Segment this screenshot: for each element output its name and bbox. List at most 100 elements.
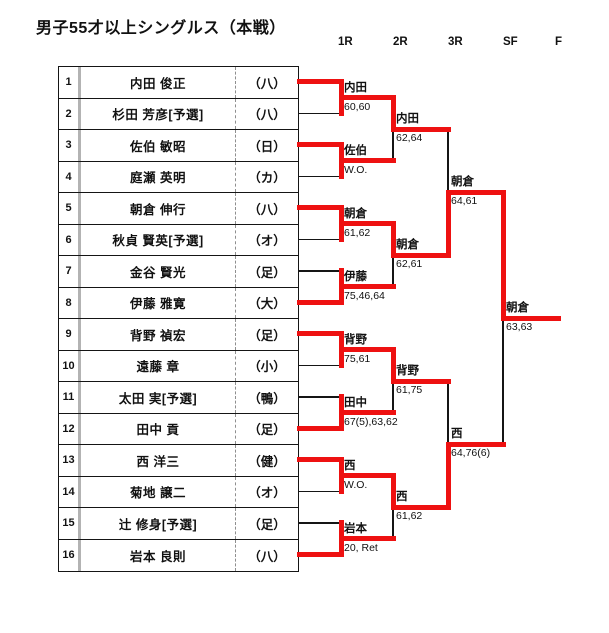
round-header-sf: SF [503, 36, 518, 48]
club-cell: （カ） [248, 171, 286, 186]
seed-cell: 7 [59, 256, 81, 287]
club-cell: （小） [248, 360, 286, 375]
club-cell: （オ） [248, 234, 286, 249]
winner-path-line [390, 504, 451, 510]
match-winner-name: 岩本 [344, 522, 367, 535]
match-winner-name: 朝倉 [344, 207, 367, 220]
round-header-3r: 3R [448, 36, 463, 48]
winner-path-line [390, 95, 396, 132]
seed-cell: 16 [59, 539, 81, 571]
player-name-cell: 辻 修身[予選] [81, 508, 236, 539]
seed-cell: 8 [59, 287, 81, 318]
match-score: 61,75 [396, 384, 423, 396]
page-title: 男子55才以上シングルス（本戦） [36, 20, 286, 37]
match-winner-name: 西 [451, 428, 463, 440]
winner-path-line [500, 189, 506, 321]
seed-cell: 14 [59, 476, 81, 507]
bracket-line [299, 112, 342, 114]
seed-cell: 3 [59, 130, 81, 161]
bracket-line [299, 522, 342, 524]
bracket-line [299, 364, 342, 366]
match-winner-name: 朝倉 [506, 302, 529, 314]
match-score: 62,64 [396, 132, 423, 144]
round-header-1r: 1R [338, 36, 353, 48]
winner-path-line [296, 205, 344, 211]
match-winner-name: 背野 [344, 333, 367, 346]
winner-path-line [296, 142, 344, 148]
winner-path-line [338, 536, 396, 541]
player-name-cell: 朝倉 伸行 [81, 193, 236, 224]
winner-path-line [390, 126, 451, 132]
winner-path-line [338, 95, 396, 100]
winner-path-line [390, 221, 396, 258]
seed-cell: 9 [59, 319, 81, 350]
seed-cell: 15 [59, 508, 81, 539]
match-score: 60,60 [344, 100, 371, 113]
club-cell: （八） [248, 202, 286, 217]
seed-cell: 2 [59, 98, 81, 129]
match-score: 61,62 [396, 510, 423, 522]
winner-path-line [390, 473, 396, 510]
match-score: 20, Ret [344, 541, 378, 554]
player-name-cell: 背野 禎宏 [81, 319, 236, 350]
club-cell: （足） [248, 517, 286, 532]
bracket-line [299, 175, 342, 177]
club-cell: （日） [248, 139, 286, 154]
winner-path-line [296, 299, 344, 305]
player-name-cell: 西 洋三 [81, 445, 236, 476]
club-cell: （鴨） [248, 391, 286, 406]
match-winner-name: 背野 [396, 365, 419, 377]
player-name-cell: 遠藤 章 [81, 350, 236, 381]
round-header-f: F [555, 36, 563, 48]
winner-path-line [338, 158, 396, 163]
player-name-cell: 伊藤 雅寛 [81, 287, 236, 318]
player-name-cell: 岩本 良則 [81, 539, 236, 571]
bracket-line [299, 490, 342, 492]
winner-path-line [338, 410, 396, 415]
match-score: 62,61 [396, 258, 423, 270]
match-winner-name: 西 [344, 459, 356, 472]
winner-path-line [338, 284, 396, 289]
winner-path-line [445, 441, 506, 447]
player-name-cell: 杉田 芳彦[予選] [81, 98, 236, 129]
winner-path-line [296, 79, 344, 85]
club-cell: （八） [248, 76, 286, 91]
match-winner-name: 内田 [344, 81, 367, 94]
bracket-line [299, 396, 342, 398]
winner-path-line [296, 425, 344, 431]
player-name-cell: 田中 貢 [81, 413, 236, 444]
winner-path-line [390, 252, 451, 258]
winner-path-line [296, 457, 344, 463]
winner-path-line [296, 551, 344, 557]
winner-path-line [445, 441, 451, 510]
match-score: 75,61 [344, 352, 371, 365]
player-name-cell: 太田 実[予選] [81, 382, 236, 413]
player-name-cell: 庭瀬 英明 [81, 161, 236, 192]
player-name-cell: 佐伯 敏昭 [81, 130, 236, 161]
seed-cell: 6 [59, 224, 81, 255]
match-winner-name: 佐伯 [344, 144, 367, 157]
bracket-line [299, 270, 342, 272]
match-winner-name: 田中 [344, 396, 367, 409]
player-name-cell: 金谷 賢光 [81, 256, 236, 287]
player-name-cell: 菊地 譲二 [81, 476, 236, 507]
club-cell: （オ） [248, 486, 286, 501]
club-cell: （大） [248, 297, 286, 312]
match-score: W.O. [344, 163, 368, 176]
club-cell: （八） [248, 549, 286, 564]
winner-path-line [390, 347, 396, 384]
club-cell: （足） [248, 265, 286, 280]
match-score: 67(5),63,62 [344, 415, 398, 428]
match-winner-name: 朝倉 [451, 176, 474, 188]
seed-cell: 1 [59, 67, 81, 98]
